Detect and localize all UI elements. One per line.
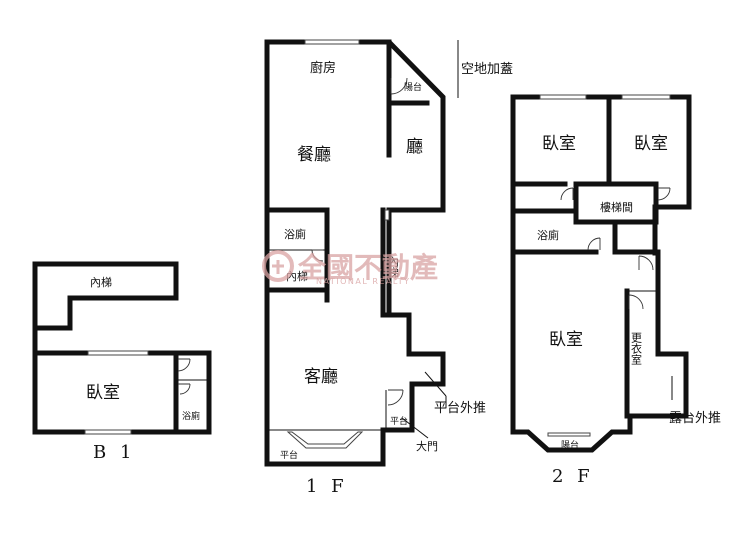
f1-terrace-right-label: 平台 xyxy=(390,415,408,427)
f1-windows xyxy=(286,39,390,449)
f1-stairs-right-label: 內梯 xyxy=(387,256,400,279)
brand-logo-mark-icon xyxy=(272,260,284,274)
f1-front-door-label: 大門 xyxy=(416,439,438,453)
f2-bedroom1-label: 臥室 xyxy=(542,134,576,154)
f1-bath-label: 浴廁 xyxy=(284,227,306,241)
brand-logo-icon xyxy=(262,250,294,282)
f1-note-roof: 空地加蓋 xyxy=(461,62,513,77)
b1-bedroom-label: 臥室 xyxy=(86,383,120,403)
f2-windows xyxy=(539,94,671,437)
f1-hall-label: 廳 xyxy=(406,137,423,157)
f2-closet-label: 更衣室 xyxy=(630,332,643,365)
f1-kitchen-label: 廚房 xyxy=(310,60,336,76)
b1-windows xyxy=(84,350,149,435)
f1-plan: 廚房 陽台 餐廳 廳 浴廁 內梯 內梯 客廳 平台 平台 大門 空地加蓋 平台外… xyxy=(264,39,513,497)
f2-balcony-label: 陽台 xyxy=(561,439,579,451)
b1-bath-label: 浴廁 xyxy=(182,410,200,422)
f2-plan: 臥室 臥室 樓梯間 浴廁 臥室 更衣室 陽台 露台外推 2 F xyxy=(510,94,721,487)
b1-plan: 內梯 臥室 浴廁 B 1 xyxy=(32,261,212,463)
brand-watermark: 全國不動產 NATIONAL REALTY xyxy=(262,250,438,286)
f1-living-label: 客廳 xyxy=(304,367,338,387)
f1-doors xyxy=(311,77,408,406)
watermark-brand-cn: 全國不動產 xyxy=(297,251,438,284)
b1-doors xyxy=(177,358,191,395)
f2-annotation-lines xyxy=(638,376,673,419)
f1-floor-label: 1 F xyxy=(306,476,348,497)
f2-stairwell-label: 樓梯間 xyxy=(600,200,633,214)
f1-note-terrace: 平台外推 xyxy=(434,401,486,416)
f2-bath-label: 浴廁 xyxy=(537,228,559,242)
watermark-brand-en: NATIONAL REALTY xyxy=(316,277,411,286)
f2-doors xyxy=(560,187,671,310)
b1-floor-label: B 1 xyxy=(93,442,135,463)
b1-stairs-label: 內梯 xyxy=(90,276,112,289)
f2-bedroom3-label: 臥室 xyxy=(549,330,583,350)
f2-note-balcony: 露台外推 xyxy=(669,411,721,426)
f1-balcony-label: 陽台 xyxy=(404,81,422,93)
f2-floor-label: 2 F xyxy=(552,466,594,487)
f2-bedroom2-label: 臥室 xyxy=(634,134,668,154)
b1-walls xyxy=(32,261,212,435)
f2-walls xyxy=(510,94,692,453)
f1-terrace-left-label: 平台 xyxy=(280,449,298,461)
f1-annotation-lines xyxy=(401,40,459,439)
f1-dining-label: 餐廳 xyxy=(297,145,331,165)
